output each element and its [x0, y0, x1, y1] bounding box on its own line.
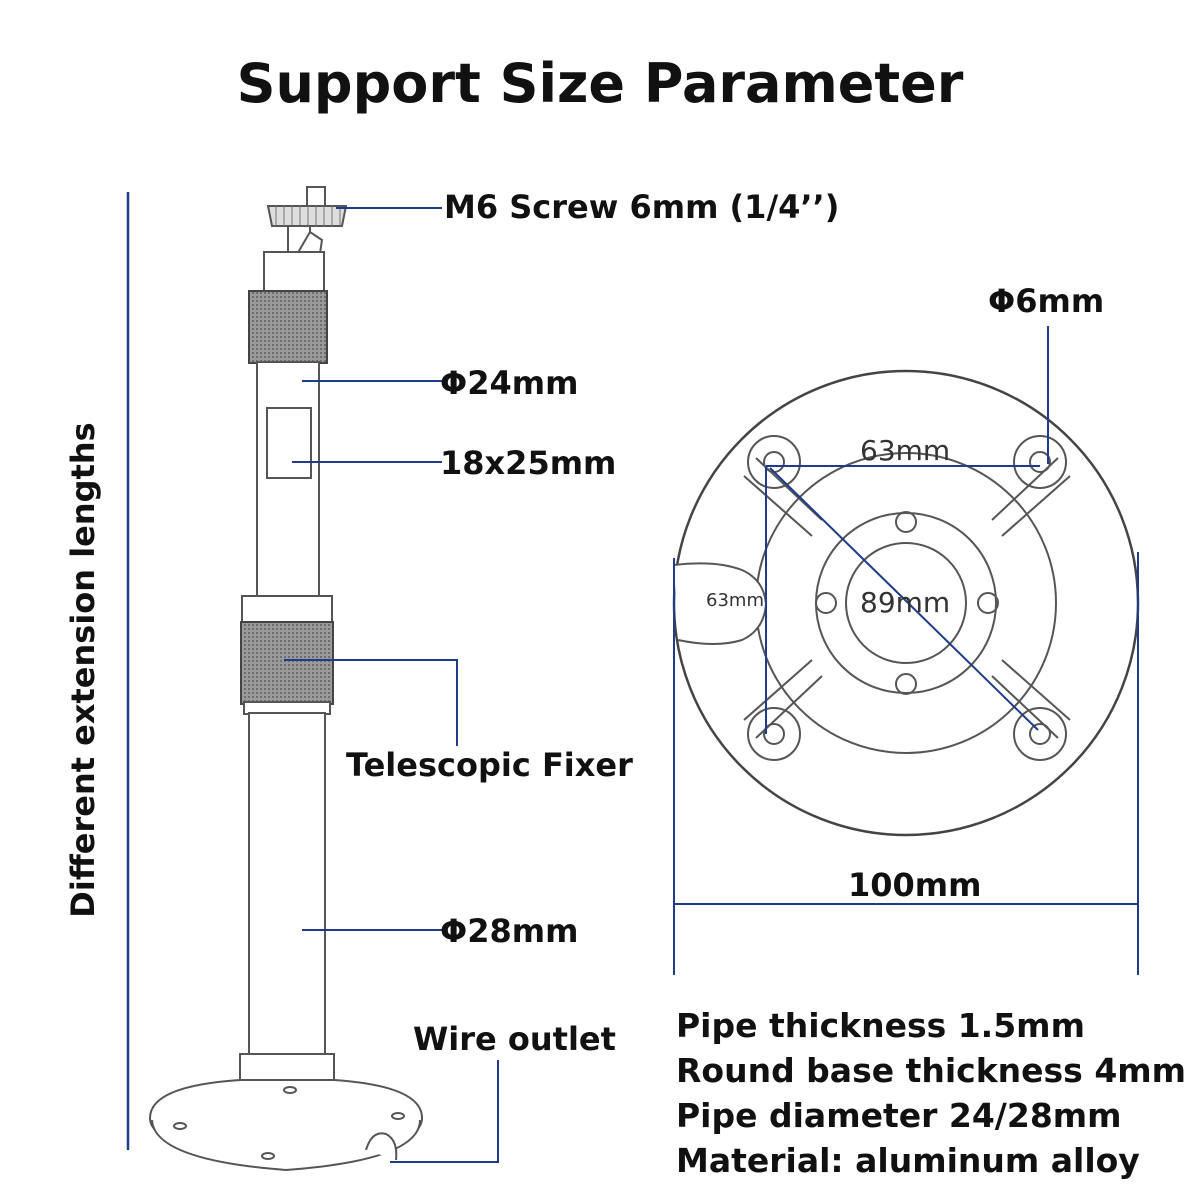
top-sleeve [263, 251, 325, 293]
spec-line: Pipe thickness 1.5mm [676, 1006, 1085, 1045]
slot-size-label: 18x25mm [440, 444, 617, 482]
wire-outlet-notch [365, 1132, 398, 1161]
pipe-top-diameter-label: Φ24mm [440, 364, 579, 402]
spec-line: Pipe diameter 24/28mm [676, 1096, 1122, 1135]
lower-pipe [248, 712, 326, 1056]
hole-spacing-h-label: 63mm [860, 434, 951, 467]
stand-drawing [148, 186, 424, 1172]
pipe-bottom-diameter-label: Φ28mm [440, 912, 579, 950]
stand-annotations [284, 207, 499, 1163]
telescopic-fixer-knurl [240, 621, 334, 705]
telescopic-fixer-label: Telescopic Fixer [346, 746, 633, 784]
base-width-label: 100mm [848, 866, 982, 904]
page-title: Support Size Parameter [236, 52, 964, 115]
hole-diameter-label: Φ6mm [988, 282, 1105, 320]
screw-label: M6 Screw 6mm (1/4’’) [444, 188, 840, 226]
wire-outlet-label: Wire outlet [413, 1020, 616, 1058]
base-dimensions [673, 326, 1139, 975]
diagonal-label: 89mm [860, 586, 951, 619]
extension-lengths-label: Different extension lengths [64, 422, 102, 918]
upper-knurl [248, 290, 328, 364]
spec-line: Material: aluminum alloy [676, 1141, 1140, 1180]
spec-line: Round base thickness 4mm [676, 1051, 1187, 1090]
collar [241, 595, 333, 625]
hole-spacing-v-label: 63mm [706, 590, 764, 611]
slot [266, 407, 312, 479]
